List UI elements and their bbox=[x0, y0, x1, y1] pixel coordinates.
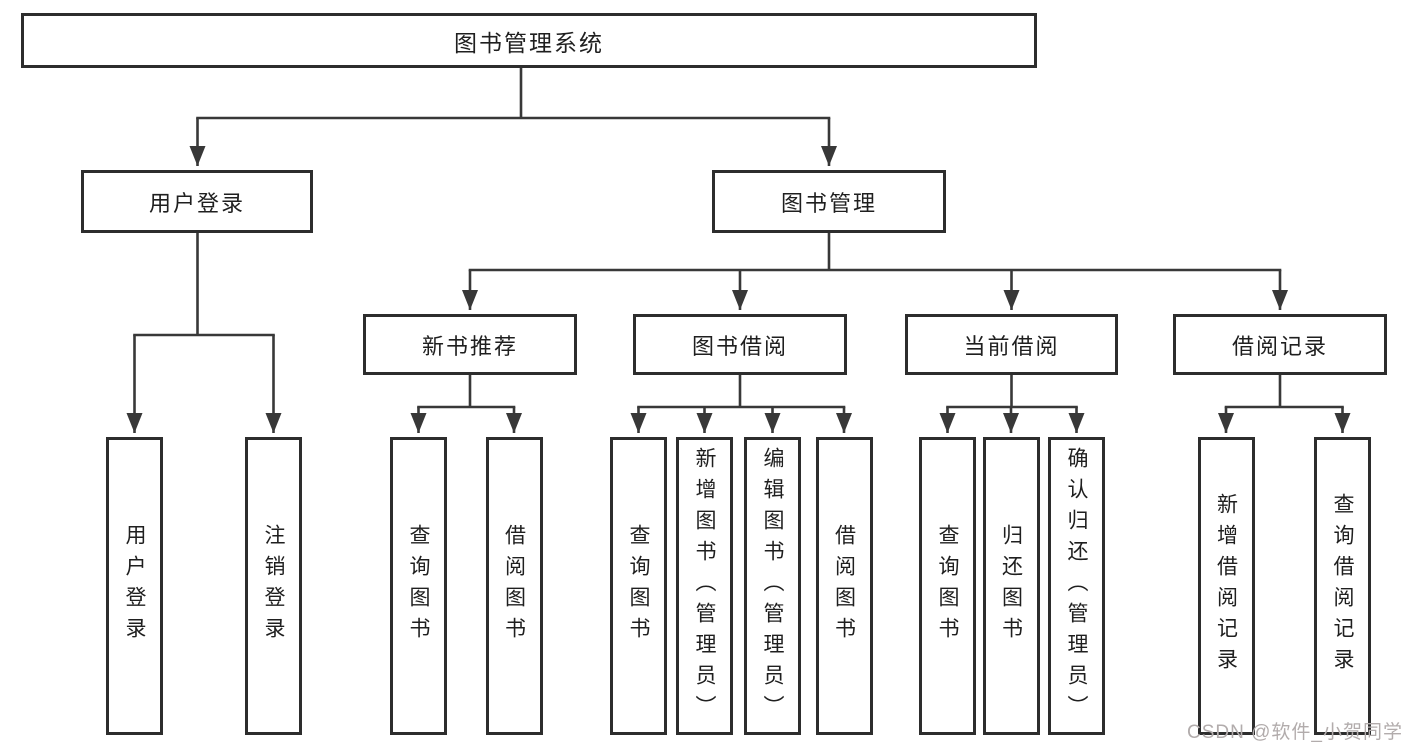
leaf-borrow-query-books: 查询图书 bbox=[610, 437, 667, 735]
leaf-borrow-query-books-label: 查询图书 bbox=[627, 524, 650, 648]
node-borrow-record: 借阅记录 bbox=[1173, 314, 1387, 375]
leaf-borrow-borrow-books: 借阅图书 bbox=[815, 437, 873, 735]
leaf-user-login: 用户登录 bbox=[106, 437, 163, 735]
leaf-borrow-add-books-admin-label: 新增图书（管理员） bbox=[693, 446, 716, 726]
leaf-record-add-borrow-record-label: 新增借阅记录 bbox=[1214, 493, 1238, 679]
node-root: 图书管理系统 bbox=[21, 13, 1037, 68]
node-new-book-recommend: 新书推荐 bbox=[363, 314, 577, 375]
connector-arrows bbox=[126, 118, 1351, 433]
leaf-current-return-books: 归还图书 bbox=[982, 437, 1040, 735]
leaf-user-login-label: 用户登录 bbox=[123, 524, 146, 648]
leaf-current-confirm-return-admin: 确认归还（管理员） bbox=[1048, 437, 1105, 735]
node-book-borrow: 图书借阅 bbox=[633, 314, 847, 375]
leaf-current-query-books: 查询图书 bbox=[919, 437, 976, 735]
node-user-login: 用户登录 bbox=[81, 170, 313, 233]
leaf-recommend-borrow-books-label: 借阅图书 bbox=[502, 524, 526, 648]
leaf-record-query-borrow-record-label: 查询借阅记录 bbox=[1331, 493, 1354, 679]
node-book-management: 图书管理 bbox=[712, 170, 946, 233]
csdn-watermark: CSDN @软件_小贺同学 bbox=[1187, 722, 1403, 743]
leaf-borrow-edit-books-admin: 编辑图书（管理员） bbox=[744, 437, 801, 735]
leaf-record-add-borrow-record: 新增借阅记录 bbox=[1197, 437, 1255, 735]
leaf-recommend-borrow-books: 借阅图书 bbox=[485, 437, 543, 735]
leaf-current-return-books-label: 归还图书 bbox=[999, 524, 1023, 648]
leaf-current-query-books-label: 查询图书 bbox=[936, 524, 959, 648]
leaf-logout: 注销登录 bbox=[245, 437, 302, 735]
leaf-record-query-borrow-record: 查询借阅记录 bbox=[1314, 437, 1371, 735]
node-current-borrow: 当前借阅 bbox=[905, 314, 1118, 375]
leaf-borrow-add-books-admin: 新增图书（管理员） bbox=[676, 437, 733, 735]
leaf-recommend-query-books-label: 查询图书 bbox=[407, 524, 430, 648]
leaf-recommend-query-books: 查询图书 bbox=[390, 437, 447, 735]
leaf-current-confirm-return-admin-label: 确认归还（管理员） bbox=[1065, 446, 1088, 726]
leaf-logout-label: 注销登录 bbox=[262, 524, 285, 648]
leaf-borrow-edit-books-admin-label: 编辑图书（管理员） bbox=[761, 446, 784, 726]
leaf-borrow-borrow-books-label: 借阅图书 bbox=[832, 524, 856, 648]
